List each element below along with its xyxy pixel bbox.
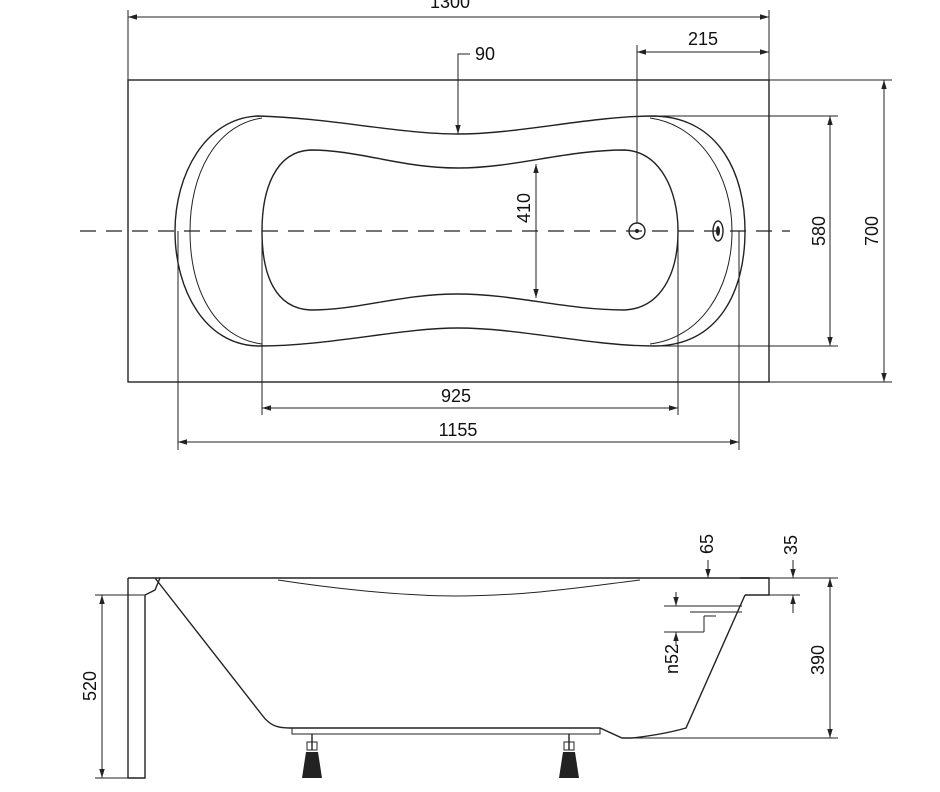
leg-left-icon <box>302 734 322 778</box>
dim-ledge-thickness: 35 <box>781 535 801 555</box>
overflow-core-icon <box>716 226 720 236</box>
dim-inner-width: 410 <box>514 193 534 223</box>
dim-outer-width: 580 <box>809 216 829 246</box>
side-left-panel <box>127 577 161 779</box>
tub-basin-contour <box>261 149 679 311</box>
dim-rim-front: 90 <box>475 44 495 64</box>
dim-overall-height: 520 <box>80 671 100 701</box>
drain-core-icon <box>635 229 639 233</box>
side-right-ledge <box>740 577 770 596</box>
side-inner-rim <box>277 579 641 597</box>
dim-overall-width: 700 <box>862 216 882 246</box>
dim-overflow-diameter: n52 <box>662 644 682 674</box>
dim-bottom-length: 925 <box>441 386 471 406</box>
dim-tap-offset: 215 <box>688 29 718 49</box>
dim-inner-length: 1155 <box>439 420 478 440</box>
dim-inner-depth: 390 <box>808 645 828 675</box>
overflow-icon <box>712 220 724 242</box>
dim-rim-depth: 65 <box>697 534 717 554</box>
leg-right-icon <box>559 734 579 778</box>
side-view: 520 390 65 35 n52 <box>80 534 838 779</box>
side-tub-body <box>154 577 746 739</box>
top-view: 1300 215 90 410 580 700 925 1155 <box>80 0 892 450</box>
dim-overall-length: 1300 <box>430 0 470 12</box>
